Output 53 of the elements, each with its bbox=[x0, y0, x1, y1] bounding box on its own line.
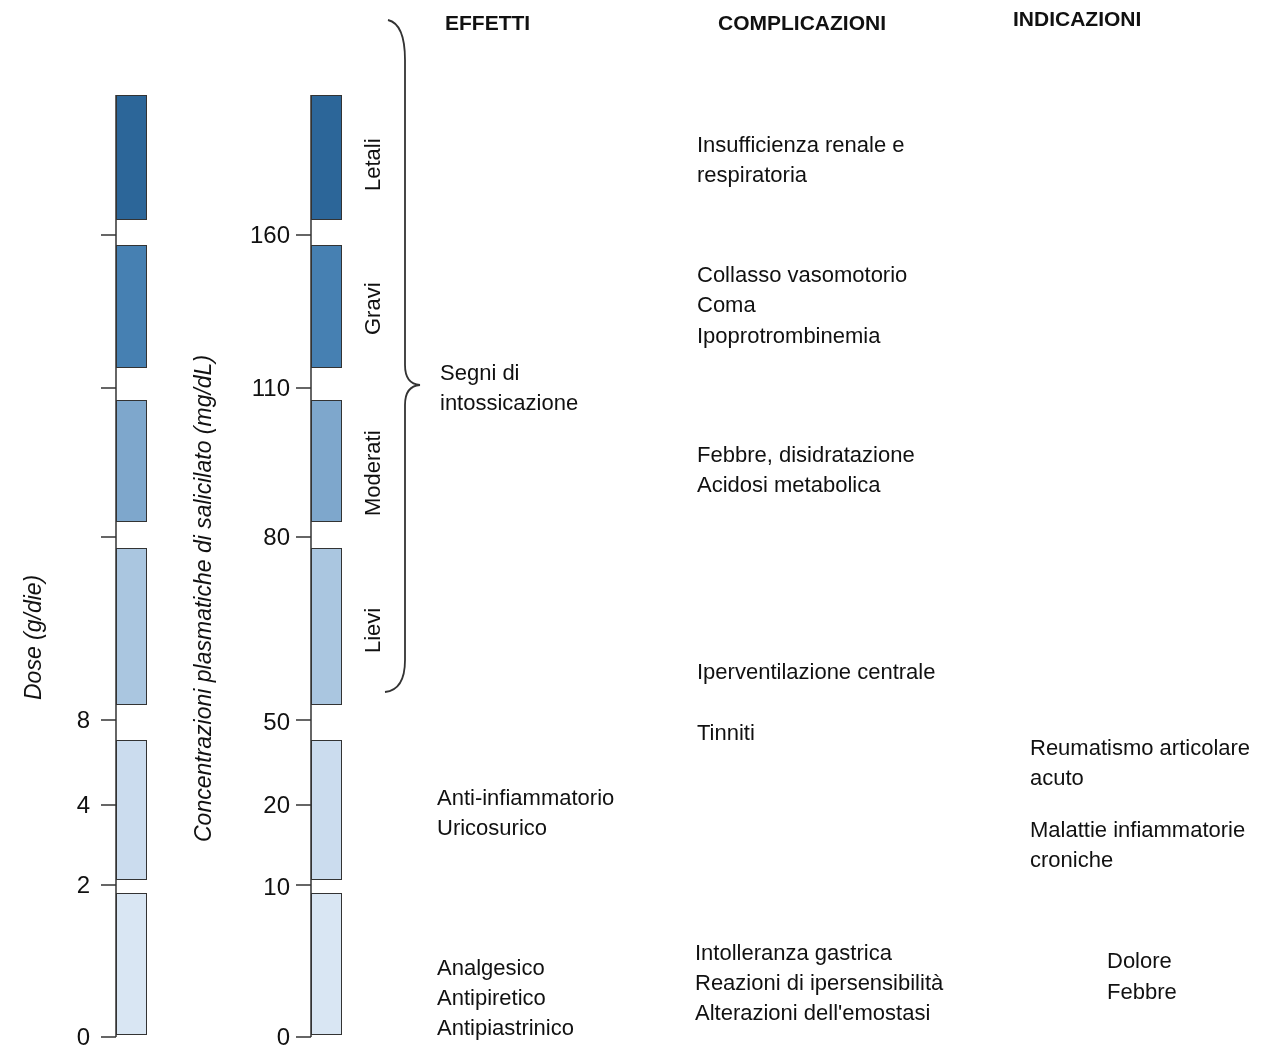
dose-range-bar bbox=[311, 400, 342, 522]
list-item: Collasso vasomotorio bbox=[697, 261, 908, 289]
list-item: Acidosi metabolica bbox=[697, 471, 881, 499]
dose-range-bar bbox=[311, 245, 342, 368]
tick-label: 10 bbox=[263, 872, 290, 902]
severity-label: Letali bbox=[359, 138, 386, 191]
tick-label: 2 bbox=[76, 870, 90, 900]
dose-range-bar bbox=[311, 893, 342, 1035]
list-item: Tinniti bbox=[697, 719, 755, 747]
column-heading: EFFETTI bbox=[445, 10, 531, 36]
list-item: Analgesico bbox=[437, 954, 545, 982]
tick-label: 0 bbox=[76, 1022, 90, 1052]
severity-label: Moderati bbox=[359, 430, 386, 516]
brace-label: Segni di intossicazione bbox=[440, 359, 580, 417]
dose-range-bar bbox=[116, 400, 147, 522]
list-item: Intolleranza gastrica bbox=[695, 939, 892, 967]
tick-label: 8 bbox=[76, 705, 90, 735]
dose-range-bar bbox=[116, 245, 147, 368]
axis-title: Concentrazioni plasmatiche di salicilato (mg/dL) bbox=[189, 354, 217, 842]
axis-title: Dose (g/die) bbox=[19, 574, 47, 700]
tick-label: 50 bbox=[263, 707, 290, 737]
dose-range-bar bbox=[311, 548, 342, 705]
list-item: Reazioni di ipersensibilità bbox=[695, 969, 944, 997]
list-item: Ipoprotrombinemia bbox=[697, 322, 881, 350]
list-item: Coma bbox=[697, 291, 756, 319]
tick-label: 110 bbox=[251, 373, 290, 403]
dose-range-bar bbox=[116, 740, 147, 880]
dose-range-bar bbox=[116, 95, 147, 220]
tick-label: 20 bbox=[263, 790, 290, 820]
dose-range-bar bbox=[311, 95, 342, 220]
column-heading: COMPLICAZIONI bbox=[718, 10, 886, 36]
list-item: Febbre, disidratazione bbox=[697, 441, 915, 469]
list-item: Uricosurico bbox=[437, 814, 548, 842]
list-item: Insufficienza renale e respiratoria bbox=[697, 131, 906, 189]
tick-label: 160 bbox=[249, 220, 290, 250]
dose-range-bar bbox=[116, 893, 147, 1035]
list-item: Antipiretico bbox=[437, 984, 546, 1012]
list-item: Antipiastrinico bbox=[437, 1014, 574, 1042]
tick-label: 4 bbox=[76, 790, 90, 820]
list-item: Malattie infiammatorie croniche bbox=[1030, 816, 1247, 874]
severity-label: Lievi bbox=[359, 607, 386, 653]
dose-range-bar bbox=[116, 548, 147, 705]
list-item: Reumatismo articolare acuto bbox=[1030, 734, 1252, 792]
list-item: Dolore bbox=[1107, 947, 1172, 975]
list-item: Iperventilazione centrale bbox=[697, 658, 936, 686]
tick-label: 80 bbox=[263, 522, 290, 552]
list-item: Anti-infiammatorio bbox=[437, 784, 615, 812]
column-heading: INDICAZIONI bbox=[1013, 6, 1142, 32]
list-item: Febbre bbox=[1107, 978, 1177, 1006]
list-item: Alterazioni dell'emostasi bbox=[695, 999, 931, 1027]
severity-label: Gravi bbox=[359, 282, 386, 335]
tick-label: 0 bbox=[276, 1022, 290, 1052]
dose-range-bar bbox=[311, 740, 342, 880]
